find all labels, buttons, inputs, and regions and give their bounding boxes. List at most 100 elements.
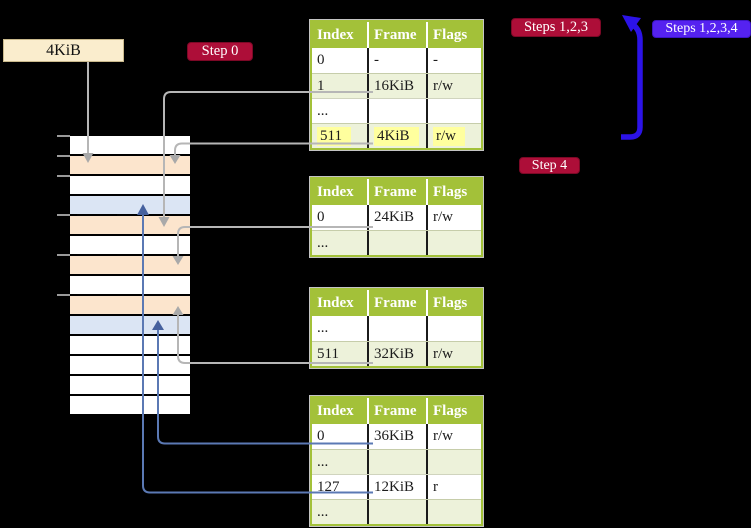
- steps-123-badge: Steps 1,2,3: [511, 18, 601, 37]
- memory-frame-row-3: [70, 176, 190, 196]
- page-table-4-row-...: ...: [312, 499, 481, 524]
- column-header-frame: Frame: [367, 398, 426, 424]
- table-cell: 4KiB: [367, 124, 426, 148]
- column-header-flags: Flags: [426, 290, 481, 316]
- frame-boundary-tick: [57, 294, 70, 296]
- column-header-flags: Flags: [426, 179, 481, 205]
- table-cell: 24KiB: [367, 205, 426, 230]
- frame-boundary-tick: [57, 214, 70, 216]
- table-cell: [426, 316, 481, 341]
- table-cell: [367, 316, 426, 341]
- page-table-2-row-...: ...: [312, 230, 481, 255]
- memory-frame-row-1: [70, 136, 190, 156]
- table-cell: [367, 231, 426, 255]
- table-cell: 127: [317, 479, 340, 495]
- memory-frame-row-9: [70, 296, 190, 316]
- frame-boundary-tick: [57, 254, 70, 256]
- table-cell: ...: [317, 504, 329, 520]
- memory-frame-row-14: [70, 396, 190, 416]
- table-cell: [426, 231, 481, 255]
- memory-frame-row-7: [70, 256, 190, 276]
- table-cell: r: [426, 475, 481, 499]
- table-cell: [426, 99, 481, 123]
- steps-1234-text: Steps 1,2,3,4: [665, 21, 738, 36]
- column-header-index: Index: [317, 27, 354, 43]
- column-header-frame: Frame: [367, 179, 426, 205]
- page-table-1-row-511: 511 4KiB r/w: [312, 123, 481, 148]
- highlighted-value: r/w: [433, 127, 465, 146]
- column-header-flags: Flags: [426, 22, 481, 48]
- highlighted-value: 511: [317, 127, 351, 146]
- column-header-index: Index: [317, 403, 354, 419]
- big-loop-arrow: [621, 15, 643, 140]
- steps-123-text: Steps 1,2,3: [523, 19, 589, 36]
- page-size-label: 4KiB: [46, 41, 81, 59]
- table-cell: r/w: [426, 205, 481, 230]
- step-0-badge: Step 0: [187, 42, 253, 61]
- table-cell: 0: [317, 209, 325, 225]
- physical-memory-column: [70, 136, 190, 416]
- table-cell: -: [367, 48, 426, 73]
- frame-boundary-tick: [57, 175, 70, 177]
- step-0-text: Step 0: [201, 43, 239, 60]
- table-cell: 511: [317, 346, 339, 362]
- table-cell: r/w: [426, 342, 481, 366]
- column-header-index: Index: [317, 184, 354, 200]
- memory-frame-row-10: [70, 316, 190, 336]
- table-cell: ...: [317, 454, 329, 470]
- page-table-1-row-0: 0--: [312, 48, 481, 73]
- highlighted-value: 4KiB: [374, 127, 419, 146]
- table-cell: [426, 500, 481, 524]
- table-cell: 1: [317, 78, 325, 94]
- column-header-frame: Frame: [367, 22, 426, 48]
- memory-frame-row-13: [70, 376, 190, 396]
- table-cell: [367, 500, 426, 524]
- page-size-label-box: 4KiB: [3, 39, 124, 62]
- column-header-flags: Flags: [426, 398, 481, 424]
- table-cell: r/w: [426, 124, 481, 148]
- table-cell: r/w: [426, 424, 481, 449]
- column-header-frame: Frame: [367, 290, 426, 316]
- column-header-index: Index: [317, 295, 354, 311]
- table-cell: 32KiB: [367, 342, 426, 366]
- table-cell: r/w: [426, 74, 481, 98]
- memory-frame-row-5: [70, 216, 190, 236]
- memory-frame-row-2: [70, 156, 190, 176]
- table-cell: 0: [317, 428, 325, 444]
- memory-frame-row-8: [70, 276, 190, 296]
- page-table-4-row-...: ...: [312, 449, 481, 474]
- table-cell: 511: [312, 124, 367, 148]
- page-table-1-row-...: ...: [312, 98, 481, 123]
- step-4-text: Step 4: [531, 157, 568, 173]
- table-cell: 16KiB: [367, 74, 426, 98]
- table-cell: [367, 450, 426, 474]
- steps-1234-badge: Steps 1,2,3,4: [652, 20, 751, 38]
- memory-frame-row-4: [70, 196, 190, 216]
- frame-boundary-tick: [57, 135, 70, 137]
- memory-frame-row-11: [70, 336, 190, 356]
- table-cell: ...: [317, 235, 329, 251]
- table-cell: ...: [317, 103, 329, 119]
- frame-boundary-tick: [57, 155, 70, 157]
- memory-frame-row-12: [70, 356, 190, 376]
- memory-frame-row-6: [70, 236, 190, 256]
- table-cell: ...: [317, 320, 329, 336]
- table-cell: [426, 450, 481, 474]
- table-cell: 36KiB: [367, 424, 426, 449]
- table-cell: -: [426, 48, 481, 73]
- table-cell: 12KiB: [367, 475, 426, 499]
